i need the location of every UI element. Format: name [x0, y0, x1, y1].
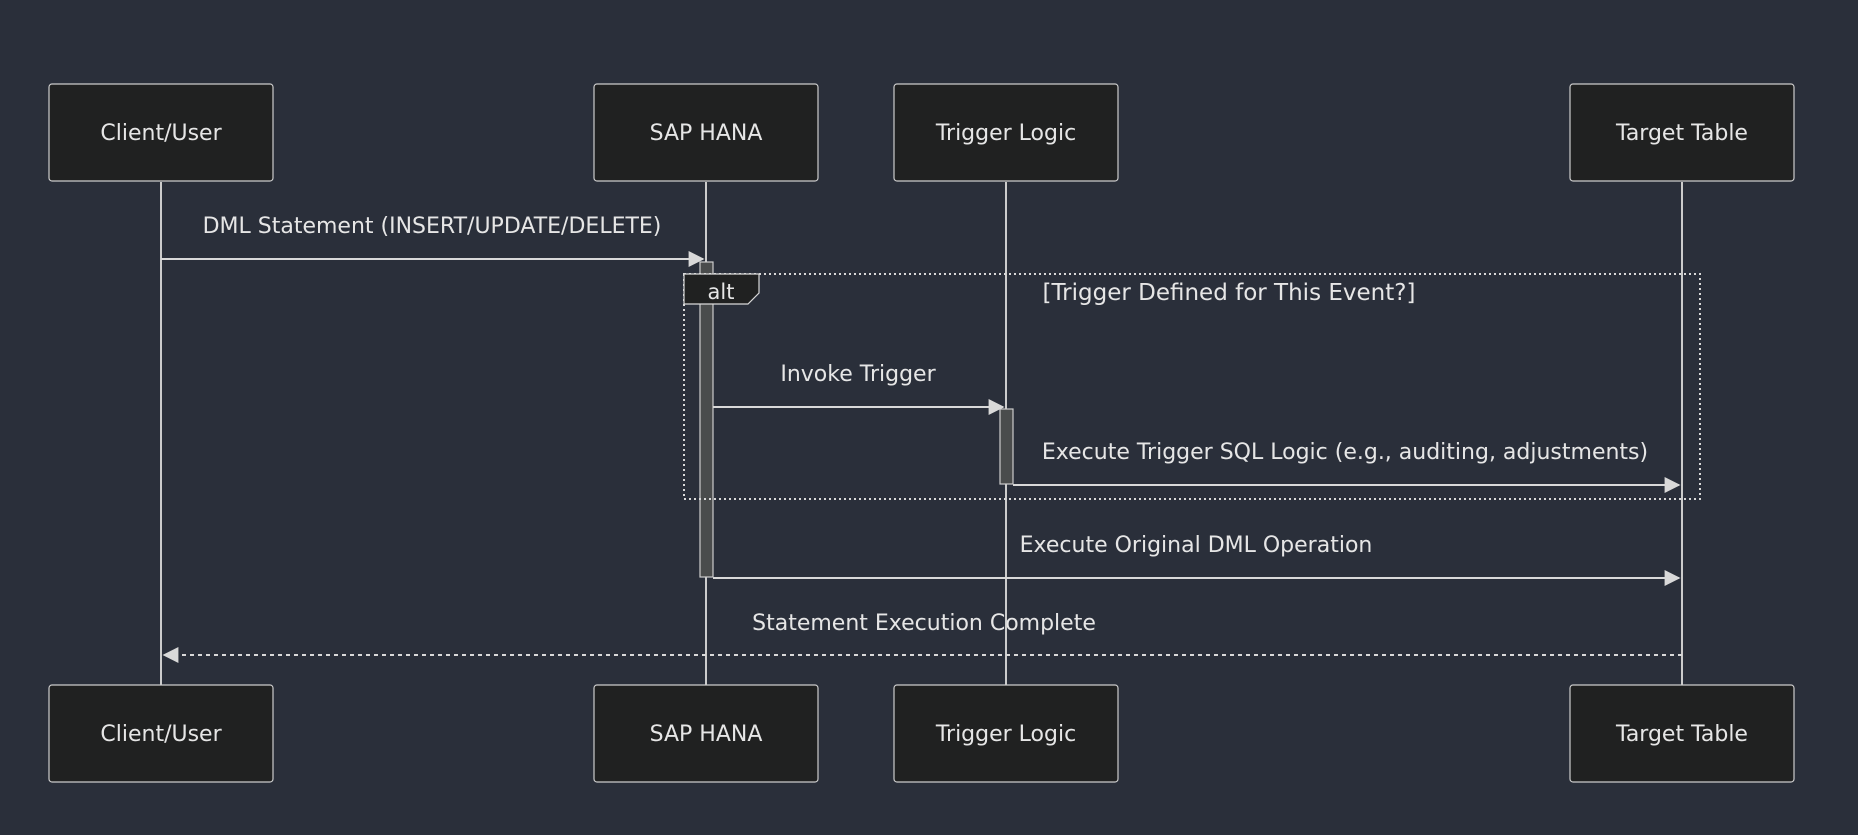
- activation-trigger: [999, 408, 1014, 485]
- actor-table-bottom: Target Table: [1569, 684, 1795, 783]
- actor-trigger-label: Trigger Logic: [935, 121, 1076, 146]
- actor-client-label: Client/User: [100, 121, 222, 146]
- message-statement-complete: Statement Execution Complete: [162, 611, 1682, 663]
- message-execute-original-dml-label: Execute Original DML Operation: [1020, 533, 1373, 558]
- message-invoke-trigger-label: Invoke Trigger: [780, 362, 936, 387]
- actor-trigger-top: Trigger Logic: [893, 83, 1119, 182]
- actor-client-bottom: Client/User: [48, 684, 274, 783]
- alt-condition: [Trigger Defined for This Event?]: [1043, 280, 1416, 306]
- activation-hana: [699, 261, 714, 578]
- message-execute-trigger-sql-label: Execute Trigger SQL Logic (e.g., auditin…: [1042, 440, 1648, 465]
- message-execute-trigger-sql: Execute Trigger SQL Logic (e.g., auditin…: [1013, 440, 1681, 493]
- actor-table-bottom-label: Target Table: [1615, 722, 1748, 747]
- actor-hana-top: SAP HANA: [593, 83, 819, 182]
- actor-client-bottom-label: Client/User: [100, 722, 222, 747]
- message-execute-original-dml: Execute Original DML Operation: [713, 533, 1681, 586]
- message-statement-complete-label: Statement Execution Complete: [752, 611, 1096, 636]
- actor-hana-label: SAP HANA: [650, 121, 763, 146]
- message-dml-statement: DML Statement (INSERT/UPDATE/DELETE): [161, 214, 705, 267]
- actor-trigger-bottom: Trigger Logic: [893, 684, 1119, 783]
- alt-keyword: alt: [708, 280, 735, 304]
- alt-fragment: alt [Trigger Defined for This Event?]: [683, 273, 1701, 500]
- message-dml-statement-label: DML Statement (INSERT/UPDATE/DELETE): [203, 214, 662, 239]
- actor-hana-bottom-label: SAP HANA: [650, 722, 763, 747]
- actor-hana-bottom: SAP HANA: [593, 684, 819, 783]
- actor-table-label: Target Table: [1615, 121, 1748, 146]
- actor-table-top: Target Table: [1569, 83, 1795, 182]
- actor-trigger-bottom-label: Trigger Logic: [935, 722, 1076, 747]
- actor-client-top: Client/User: [48, 83, 274, 182]
- message-invoke-trigger: Invoke Trigger: [713, 362, 1005, 415]
